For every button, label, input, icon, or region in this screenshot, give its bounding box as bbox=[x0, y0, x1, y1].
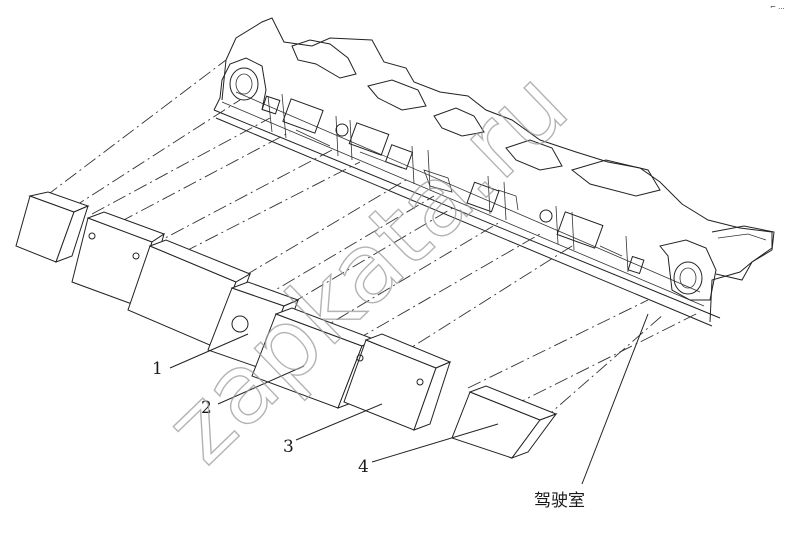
corner-mark: ⌐ ... bbox=[770, 3, 785, 11]
projection-lines bbox=[45, 59, 701, 453]
insulation-blocks bbox=[15, 191, 558, 460]
callout-2: 2 bbox=[201, 398, 212, 418]
block-part-3 bbox=[343, 333, 452, 431]
block-a bbox=[15, 191, 90, 263]
callout-1: 1 bbox=[152, 359, 163, 379]
callout-3: 3 bbox=[283, 437, 294, 457]
dashboard-panel-assembly bbox=[213, 17, 775, 327]
callout-4: 4 bbox=[358, 457, 369, 477]
cab-label: 驾驶室 bbox=[534, 491, 585, 511]
block-part-4 bbox=[451, 385, 558, 460]
leader-lines bbox=[169, 313, 649, 485]
